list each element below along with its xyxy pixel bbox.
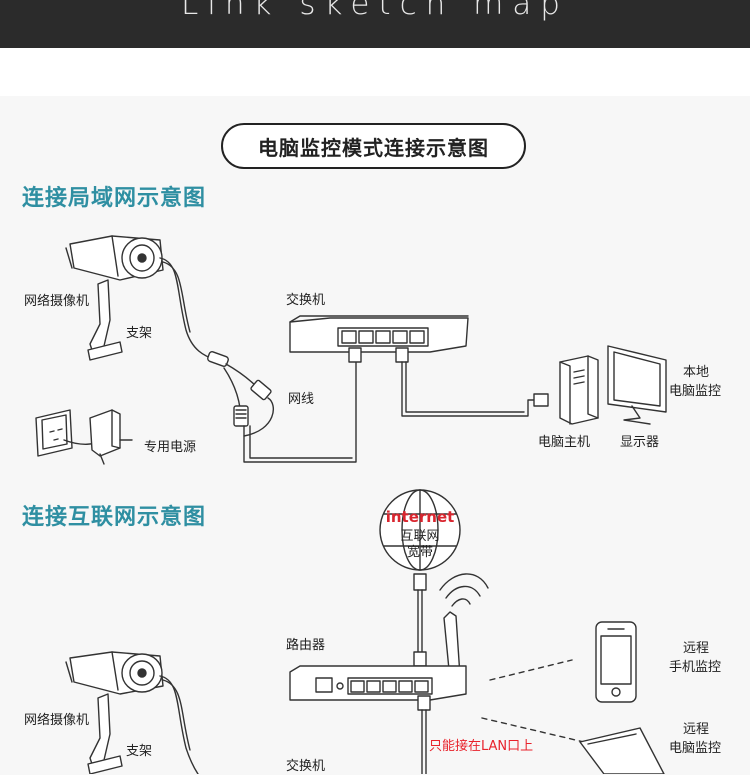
label-camera-2: 网络摄像机 (24, 713, 90, 728)
label-switch: 交换机 (286, 293, 326, 308)
label-remote-pc-1: 远程 (683, 722, 710, 737)
label-power: 专用电源 (144, 440, 197, 455)
label-bracket: 支架 (126, 326, 153, 341)
power-adapter-icon (89, 409, 121, 465)
phone-icon (595, 621, 637, 703)
label-bracket-2: 支架 (126, 744, 153, 759)
label-remote-pc-2: 电脑监控 (669, 741, 722, 756)
label-local-1: 本地 (683, 365, 710, 380)
cable-splitter-icon (207, 351, 272, 427)
bracket-icon (87, 279, 123, 361)
label-pc-host: 电脑主机 (538, 435, 591, 450)
label-remote-phone-2: 手机监控 (669, 660, 722, 675)
label-camera: 网络摄像机 (24, 294, 90, 309)
pc-tower-icon (559, 355, 599, 425)
wall-socket-icon (35, 409, 73, 457)
monitor-icon (607, 345, 667, 425)
internet-section-title: 连接互联网示意图 (22, 505, 207, 530)
globe-line1: 互联网 (400, 529, 439, 544)
header-spacer (0, 48, 750, 96)
lan-port-note: 只能接在LAN口上 (429, 739, 534, 754)
camera-icon (65, 235, 164, 281)
bracket-icon-2 (87, 693, 123, 774)
wifi-signal-icon (439, 573, 489, 607)
label-local-2: 电脑监控 (669, 384, 722, 399)
diagram-title: 电脑监控模式连接示意图 (221, 123, 526, 169)
router-icon (289, 665, 467, 701)
label-monitor: 显示器 (620, 435, 660, 450)
header-bar: Link sketch map (0, 0, 750, 48)
laptop-icon (579, 727, 665, 774)
label-switch-2: 交换机 (286, 759, 326, 774)
globe-line2: 宽带 (407, 544, 433, 560)
internet-globe-icon (379, 489, 461, 571)
switch-icon (289, 315, 469, 353)
lan-section-title: 连接局域网示意图 (22, 186, 207, 211)
label-router: 路由器 (286, 638, 326, 653)
camera-icon-2 (65, 651, 164, 695)
label-remote-phone-1: 远程 (683, 641, 710, 656)
globe-word: internet (386, 508, 455, 526)
label-cable: 网线 (288, 392, 315, 407)
header-english-title: Link sketch map (181, 0, 569, 22)
